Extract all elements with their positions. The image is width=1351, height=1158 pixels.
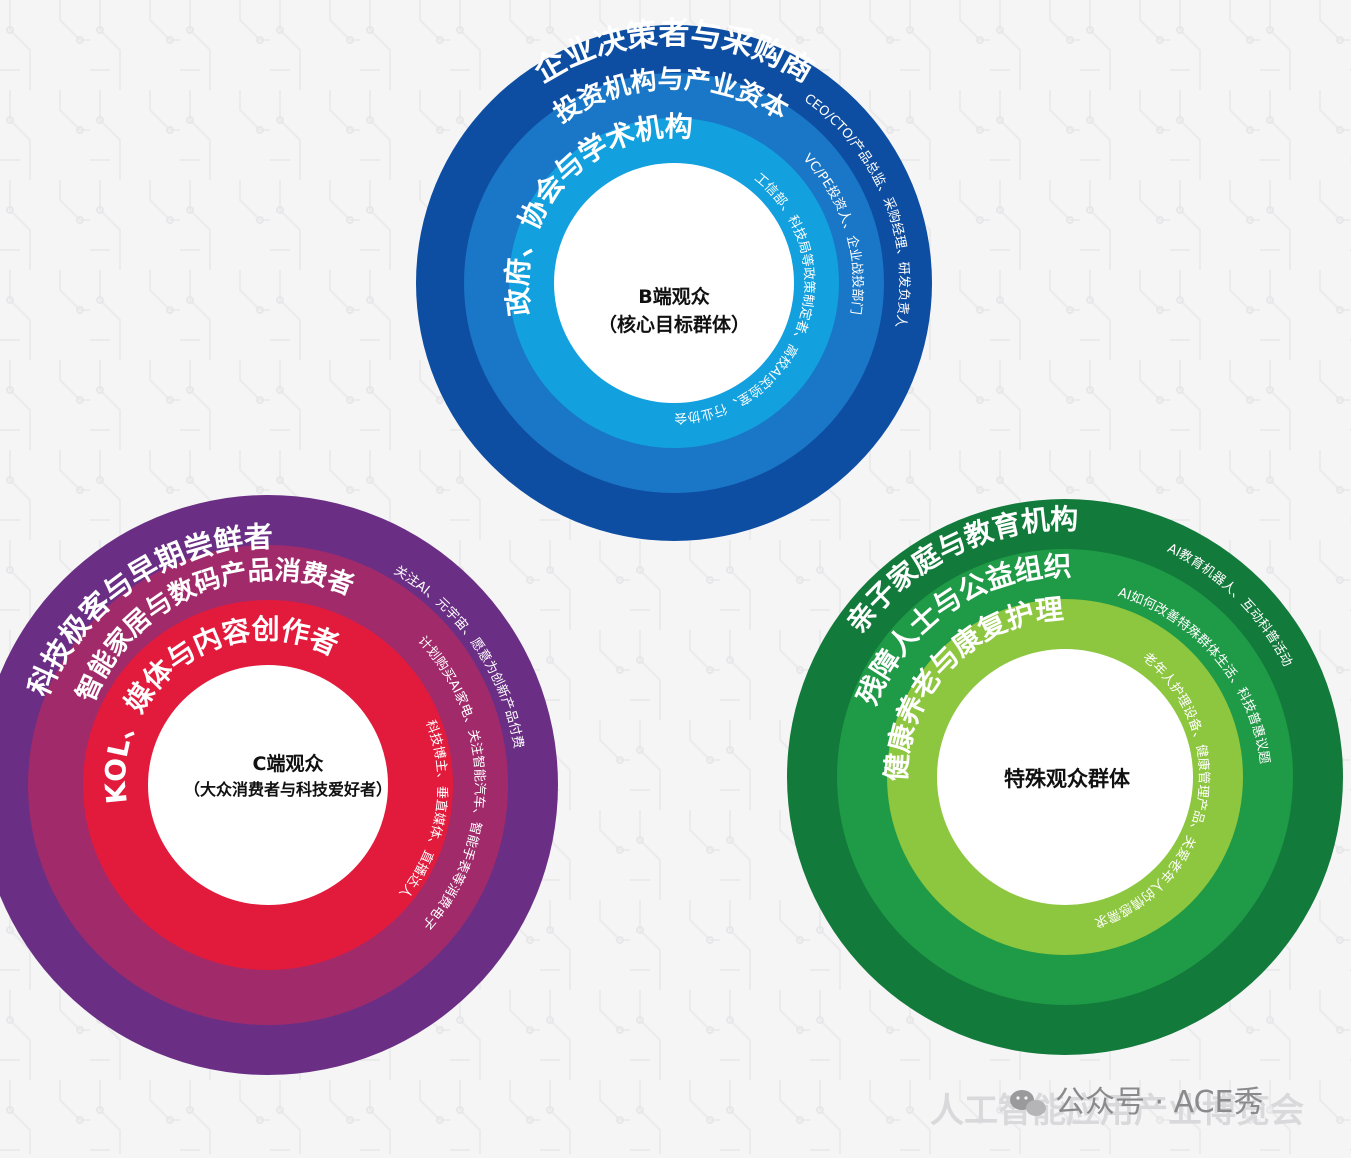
b-center-line2: （核心目标群体）: [598, 313, 750, 336]
b-center-line1: B端观众: [638, 285, 709, 308]
c-center-circle: [148, 665, 388, 905]
c-audience-group: 科技极客与早期尝鲜者 关注AI、元宇宙、愿意为创新产品付费 智能家居与数码产品消…: [0, 495, 558, 1075]
c-center-line2: （大众消费者与科技爱好者）: [184, 780, 392, 799]
s-center-circle: [937, 649, 1193, 905]
watermark: 人工智能应用产业博览会 公众号 · ACE秀: [930, 1085, 1304, 1131]
special-audience-group: 亲子家庭与教育机构 AI教育机器人、互动科普活动 残障人士与公益组织 AI如何改…: [787, 499, 1343, 1055]
b-center-circle: [554, 163, 794, 403]
c-center-line1: C端观众: [253, 752, 324, 775]
wechat-icon: [1010, 1090, 1046, 1116]
s-center-line1: 特殊观众群体: [1004, 767, 1131, 791]
watermark-back-text: 人工智能应用产业博览会: [930, 1091, 1304, 1131]
b-audience-group: 企业决策者与采购商 CEO/CTO/产品总监、采购经理、研发负责人 投资机构与产…: [416, 16, 932, 541]
watermark-front-text: 公众号 · ACE秀: [1055, 1085, 1264, 1120]
